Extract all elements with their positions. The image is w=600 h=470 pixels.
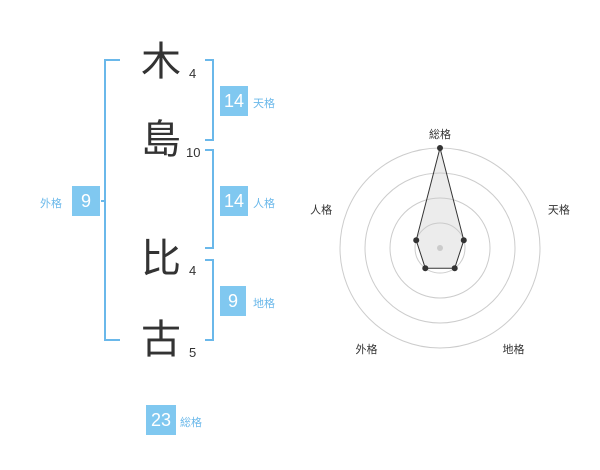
radar-ring-3 — [364, 172, 516, 324]
radar-axis-label-4: 外格 — [356, 342, 378, 356]
soukaku-value: 23 — [146, 405, 176, 435]
chikaku-bracket — [205, 259, 214, 341]
stroke-count-1: 4 — [189, 66, 197, 81]
jinkaku-label: 人格 — [253, 197, 275, 210]
radar-point-3 — [451, 265, 458, 272]
name-char-3: 比 — [141, 236, 181, 282]
name-char-4: 古 — [141, 317, 181, 363]
chikaku-label: 地格 — [253, 297, 275, 310]
tenkaku-bracket — [205, 59, 214, 141]
radar-axis-label-2: 天格 — [548, 202, 570, 216]
name-char-2: 島 — [141, 117, 181, 163]
jinkaku-value: 14 — [220, 186, 248, 216]
radar-ring-2 — [389, 197, 491, 299]
radar-axis-label-1: 総格 — [429, 127, 451, 141]
radar-point-4 — [422, 265, 429, 272]
gaikaku-label: 外格 — [40, 197, 62, 210]
radar-point-2 — [460, 237, 467, 244]
name-char-1: 木 — [141, 39, 181, 85]
radar-ring-1 — [414, 222, 466, 274]
soukaku-label: 総格 — [180, 416, 202, 429]
tenkaku-label: 天格 — [253, 97, 275, 110]
stroke-count-4: 5 — [189, 345, 197, 360]
jinkaku-bracket — [205, 149, 214, 249]
stroke-count-3: 4 — [189, 263, 197, 278]
radar-center — [437, 245, 443, 251]
radar-series-polygon — [415, 147, 465, 269]
gaikaku-value: 9 — [72, 186, 100, 216]
radar-point-5 — [413, 237, 420, 244]
chikaku-value: 9 — [220, 286, 246, 316]
radar-point-1 — [437, 145, 443, 151]
stroke-count-2: 10 — [186, 145, 201, 160]
radar-axis-label-3: 地格 — [503, 342, 525, 356]
radar-axis-label-5: 人格 — [310, 202, 332, 216]
tenkaku-value: 14 — [220, 86, 248, 116]
